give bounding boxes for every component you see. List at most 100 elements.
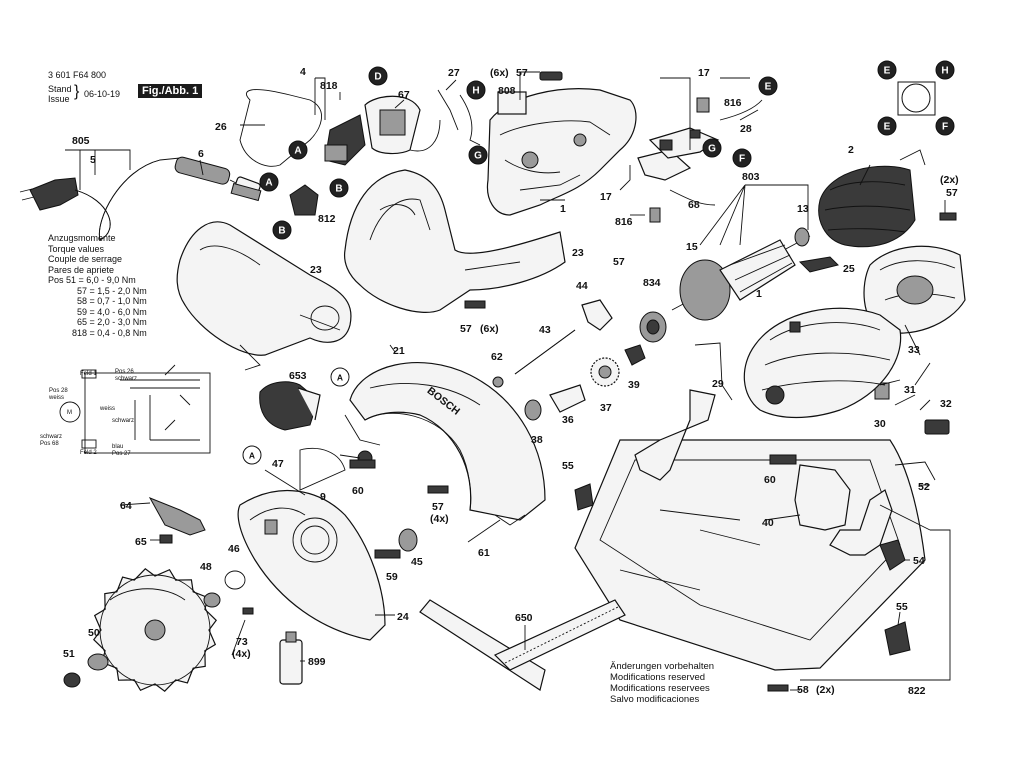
connector-ring [897, 81, 936, 116]
switch-assembly [230, 89, 481, 216]
part-label: 47 [272, 458, 284, 470]
wiring-label: weiss [99, 406, 115, 412]
part-label: 818 [320, 80, 338, 92]
motor-housing-top [486, 71, 637, 216]
part-label: 6 [198, 148, 204, 160]
part-label: 40 [762, 517, 774, 529]
bushing-45 [398, 528, 418, 552]
part-label: 17 [600, 191, 612, 203]
shaft-and-gears [349, 299, 667, 559]
connector-h-marker [466, 80, 486, 100]
connector-b-marker [272, 220, 292, 240]
part-label: 60 [352, 485, 364, 497]
part-label: 822 [908, 685, 926, 697]
connector-h-label: H [472, 86, 479, 97]
torque-line: Pos 51 = 6,0 - 9,0 Nm [48, 275, 136, 285]
figure-label: Fig./Abb. 1 [138, 84, 203, 98]
part-label: 17 [698, 67, 710, 79]
part-label: 61 [478, 547, 490, 559]
screw-57-handle [464, 300, 486, 309]
wiring-label: schwarz [115, 376, 137, 382]
part-label: 50 [88, 627, 100, 639]
bearing-38 [524, 399, 542, 421]
bearing-13 [794, 227, 810, 247]
connector-e-label: E [884, 122, 891, 133]
saw-blade [63, 568, 246, 692]
part-labels: 805 5 6 26 4 818 67 27 (6x) 57 808 812 1… [63, 66, 959, 697]
connector-a-label: A [265, 178, 272, 189]
issue-label: Issue [48, 94, 70, 104]
brush-holders [637, 97, 763, 223]
part-label: 650 [515, 612, 533, 624]
note-line: Modifications reservees [610, 683, 710, 694]
part-label: 31 [904, 384, 916, 396]
part-label: 24 [397, 611, 409, 623]
part-label: 28 [740, 123, 752, 135]
bracket-40 [794, 464, 851, 531]
part-label: 62 [491, 351, 503, 363]
part-label: 653 [289, 370, 307, 382]
part-label: 51 [63, 648, 75, 660]
part-label: 32 [940, 398, 952, 410]
part-label: 2 [848, 144, 854, 156]
part-label: 37 [600, 402, 612, 414]
part-label: 59 [386, 571, 398, 583]
connector-g-marker [702, 138, 722, 158]
part-label: 26 [215, 121, 227, 133]
connector-f-label: F [739, 154, 745, 165]
connector-e-marker [758, 76, 778, 96]
upper-blade-guard: BOSCH [339, 362, 546, 526]
part-label: 60 [764, 474, 776, 486]
screw-58 [767, 684, 789, 692]
note-line: Modifications reserved [610, 672, 706, 683]
part-label: 54 [913, 555, 925, 567]
part-label: 834 [643, 277, 661, 289]
stand-label: Stand [48, 84, 72, 94]
part-label: 816 [615, 216, 633, 228]
small-parts-left [148, 381, 346, 685]
svg-text:M: M [67, 410, 72, 416]
connector-d-label: D [374, 72, 381, 83]
connector-g-marker [468, 145, 488, 165]
part-label: 43 [539, 324, 551, 336]
wiring-label: schwarz [40, 434, 62, 440]
connector-g-label: G [474, 151, 482, 162]
lower-blade-guard [237, 489, 386, 641]
connector-e-label: E [884, 66, 891, 77]
part-label: 55 [562, 460, 574, 472]
connector-b-label: B [335, 184, 342, 195]
part-label: 48 [200, 561, 212, 573]
part-label: 9 [320, 491, 326, 503]
wiring-schematic: M Feld 1 Pos 28 weiss schwarz Pos 68 Fel… [40, 364, 211, 457]
part-label: 65 [135, 536, 147, 548]
part-label: 39 [628, 379, 640, 391]
torque-line: 818 = 0,4 - 0,8 Nm [72, 327, 147, 338]
torque-line: Torque values [48, 243, 105, 254]
small-parts-right [798, 256, 950, 435]
part-label: 1 [756, 288, 762, 300]
part-label: 13 [797, 203, 809, 215]
note-line: Salvo modificaciones [610, 694, 700, 705]
connector-a-marker [242, 445, 262, 465]
part-label: 38 [531, 434, 543, 446]
ring-46 [224, 570, 246, 590]
motor-housing-lower [743, 307, 902, 419]
part-30 [874, 382, 890, 400]
connector-a-label: A [337, 373, 343, 383]
part-812 [289, 184, 319, 216]
label-808 [497, 91, 527, 115]
part-label: 27 [448, 67, 460, 79]
wiring-label: Feld 1 [80, 371, 97, 377]
wiring-label: Pos 28 [49, 388, 68, 394]
field-coil [818, 149, 957, 248]
part-label: 1 [560, 203, 566, 215]
part-label: 45 [411, 556, 423, 568]
wiring-label: weiss [48, 395, 64, 401]
issue-date: 06-10-19 [84, 89, 121, 99]
part-39 [624, 344, 646, 366]
part-label: 57 [613, 256, 625, 268]
part-label: 808 [498, 85, 516, 97]
wiring-label: blau [112, 444, 123, 450]
part-label: 44 [576, 280, 588, 292]
